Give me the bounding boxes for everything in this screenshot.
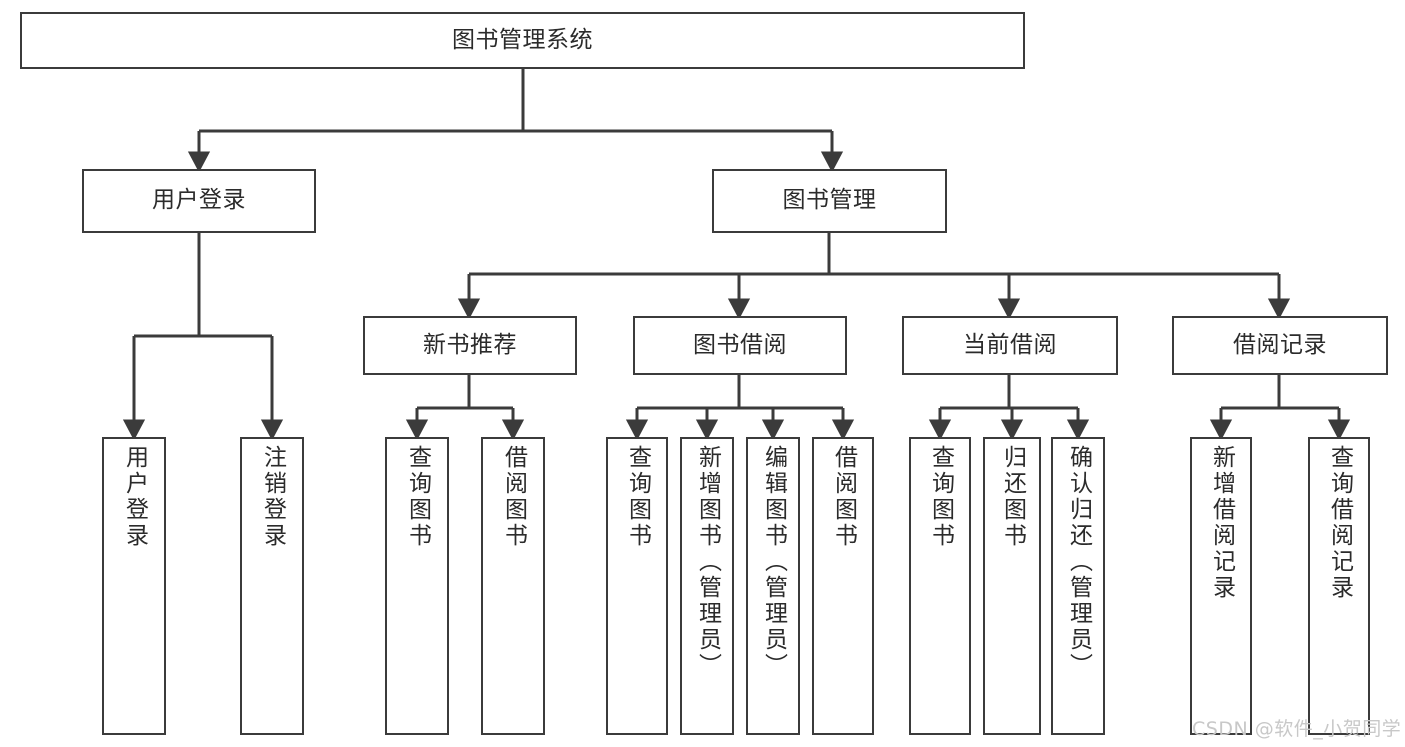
- node-book-borrow[interactable]: 图书借阅: [633, 316, 847, 375]
- node-book-manage-label: 图书管理: [782, 187, 877, 214]
- node-leaf-edit-book-label: 编辑图书（管理员）: [760, 445, 787, 679]
- node-leaf-query-record[interactable]: 查询借阅记录: [1308, 437, 1370, 735]
- node-leaf-return-book[interactable]: 归还图书: [983, 437, 1041, 735]
- node-leaf-query-record-label: 查询借阅记录: [1326, 445, 1353, 601]
- node-leaf-edit-book[interactable]: 编辑图书（管理员）: [746, 437, 800, 735]
- node-leaf-query-book-1-label: 查询图书: [404, 445, 431, 549]
- node-leaf-query-book-3-label: 查询图书: [927, 445, 954, 549]
- node-book-manage[interactable]: 图书管理: [712, 169, 947, 233]
- node-borrow-record[interactable]: 借阅记录: [1172, 316, 1388, 375]
- node-leaf-user-login[interactable]: 用户登录: [102, 437, 166, 735]
- node-leaf-confirm-return[interactable]: 确认归还（管理员）: [1051, 437, 1105, 735]
- node-new-book-recommend-label: 新书推荐: [423, 331, 517, 358]
- node-current-borrow[interactable]: 当前借阅: [902, 316, 1118, 375]
- node-book-borrow-label: 图书借阅: [693, 331, 787, 358]
- csdn-watermark: CSDN @软件_小贺同学: [1192, 718, 1402, 740]
- node-leaf-query-book-1[interactable]: 查询图书: [385, 437, 449, 735]
- node-leaf-borrow-book-2[interactable]: 借阅图书: [812, 437, 874, 735]
- node-current-borrow-label: 当前借阅: [963, 331, 1057, 358]
- node-leaf-borrow-book-1[interactable]: 借阅图书: [481, 437, 545, 735]
- node-leaf-borrow-book-1-label: 借阅图书: [500, 445, 527, 549]
- node-leaf-add-record-label: 新增借阅记录: [1208, 445, 1235, 601]
- node-leaf-add-record[interactable]: 新增借阅记录: [1190, 437, 1252, 735]
- node-leaf-borrow-book-2-label: 借阅图书: [830, 445, 857, 549]
- node-leaf-add-book[interactable]: 新增图书（管理员）: [680, 437, 734, 735]
- node-user-login-label: 用户登录: [152, 187, 246, 214]
- node-leaf-add-book-label: 新增图书（管理员）: [694, 445, 721, 679]
- node-root-label: 图书管理系统: [452, 26, 593, 53]
- node-leaf-user-login-label: 用户登录: [121, 445, 148, 549]
- node-borrow-record-label: 借阅记录: [1233, 331, 1327, 358]
- node-leaf-logout[interactable]: 注销登录: [240, 437, 304, 735]
- node-leaf-query-book-2-label: 查询图书: [624, 445, 651, 549]
- node-leaf-return-book-label: 归还图书: [999, 445, 1026, 549]
- node-leaf-logout-label: 注销登录: [259, 445, 286, 549]
- node-user-login[interactable]: 用户登录: [82, 169, 316, 233]
- node-leaf-query-book-3[interactable]: 查询图书: [909, 437, 971, 735]
- node-new-book-recommend[interactable]: 新书推荐: [363, 316, 577, 375]
- node-leaf-confirm-return-label: 确认归还（管理员）: [1065, 445, 1092, 679]
- node-root[interactable]: 图书管理系统: [20, 12, 1025, 69]
- node-leaf-query-book-2[interactable]: 查询图书: [606, 437, 668, 735]
